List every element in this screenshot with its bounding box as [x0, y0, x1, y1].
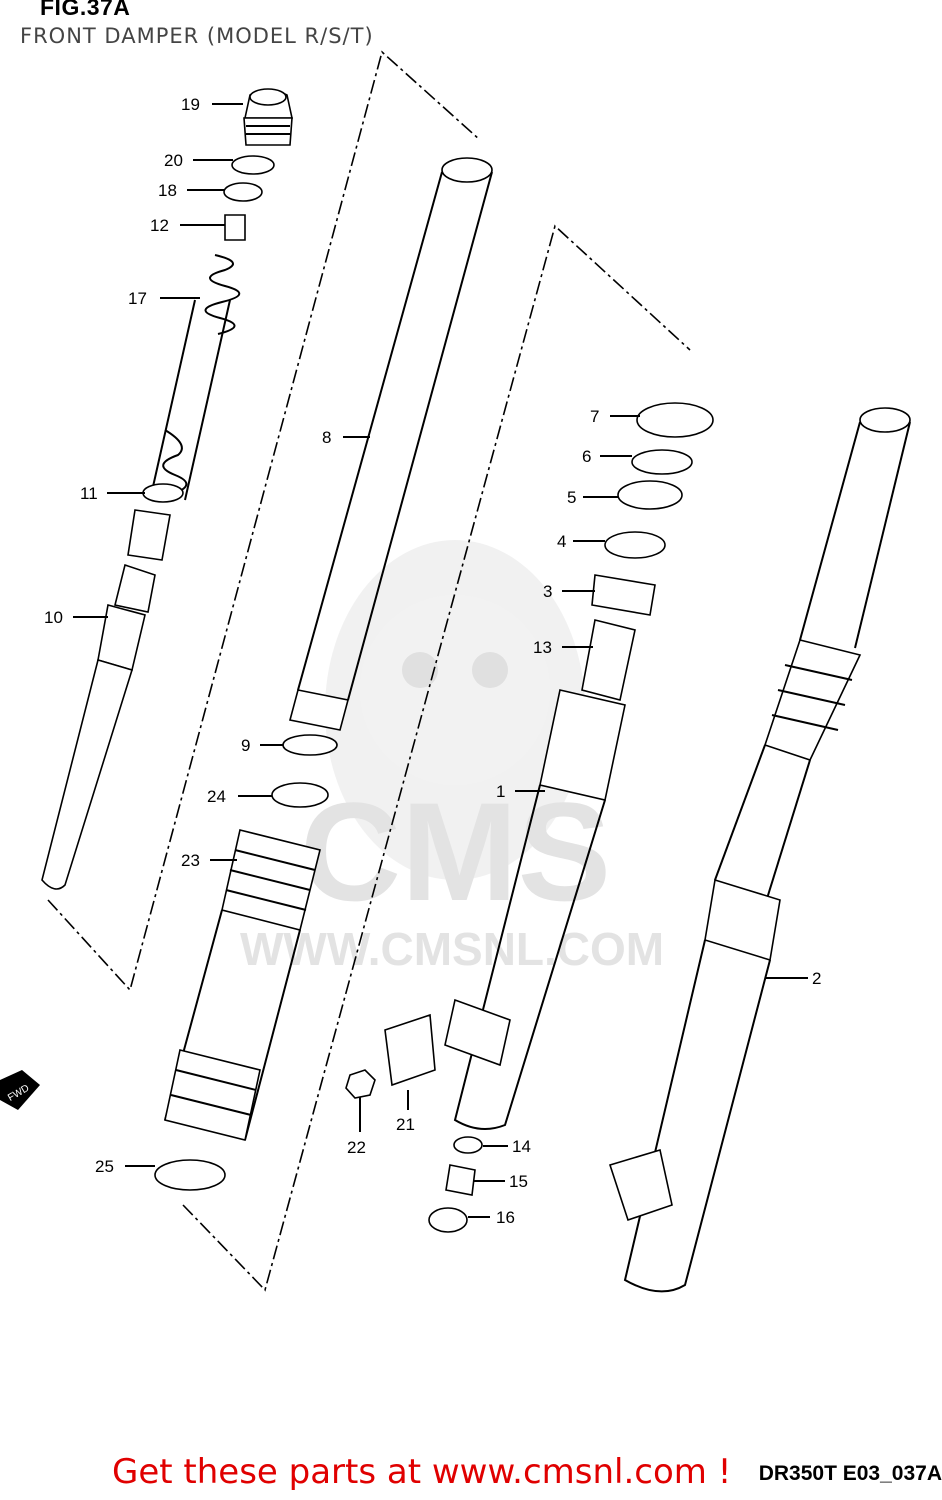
part-label-15: 15: [509, 1172, 528, 1191]
part-label-23: 23: [181, 851, 200, 870]
part-8-inner-tube: [289, 157, 493, 731]
part-2-fork-assembly: [608, 407, 911, 1293]
part-21-axle-holder: [384, 1013, 436, 1087]
part-17-spring: [204, 254, 241, 335]
part-label-13: 13: [533, 638, 552, 657]
part-4-retainer: [604, 531, 666, 559]
part-label-5: 5: [567, 488, 576, 507]
part-leaders: [73, 103, 808, 1218]
part-label-24: 24: [207, 787, 226, 806]
fwd-direction-arrow: FWD: [0, 1070, 40, 1110]
part-6-stopper-ring: [631, 449, 693, 475]
part-5-oil-seal: [617, 480, 683, 510]
part-label-12: 12: [150, 216, 169, 235]
part-label-11: 11: [80, 484, 98, 503]
part-label-20: 20: [164, 151, 183, 170]
part-20-o-ring: [231, 155, 275, 175]
part-label-25: 25: [95, 1157, 114, 1176]
figure-number: FIG.37A: [40, 0, 131, 20]
part-16-gasket: [428, 1207, 468, 1233]
part-label-8: 8: [322, 428, 331, 447]
get-parts-link[interactable]: Get these parts at www.cmsnl.com !: [112, 1452, 732, 1492]
part-1-outer-tube: [444, 689, 626, 1130]
part-label-3: 3: [543, 582, 552, 601]
part-11-damper-rod: [127, 299, 231, 561]
assembly-centerlines: [47, 50, 691, 1292]
part-7-dust-seal: [636, 402, 714, 438]
part-15-bolt: [445, 1164, 476, 1196]
part-25-clamp: [154, 1159, 226, 1191]
part-label-set: 1 2 3 4 5 6 7 8 9 10 11 12 13 14 15 16 1…: [44, 95, 821, 1227]
watermark-logo: CMS WWW.CMSNL.COM: [240, 540, 664, 975]
part-3-guide-bushing: [591, 574, 656, 616]
part-19-cap-bolt: [243, 88, 293, 146]
figure-subtitle: FRONT DAMPER (MODEL R/S/T): [20, 24, 374, 48]
part-label-4: 4: [557, 532, 566, 551]
part-18-washer: [223, 182, 263, 202]
part-label-10: 10: [44, 608, 63, 627]
watermark-brand: CMS: [300, 773, 611, 930]
part-13-slide-bushing: [581, 619, 636, 701]
drawing-code: DR350T E03_037A: [758, 1462, 942, 1485]
part-label-16: 16: [496, 1208, 515, 1227]
part-23-boot: [164, 829, 321, 1141]
part-label-1: 1: [496, 782, 505, 801]
part-24-clamp: [271, 782, 329, 808]
part-label-19: 19: [181, 95, 200, 114]
part-label-14: 14: [512, 1137, 531, 1156]
part-label-7: 7: [590, 407, 599, 426]
part-label-2: 2: [812, 969, 821, 988]
part-10-cylinder: [41, 563, 156, 890]
part-label-9: 9: [241, 736, 250, 755]
part-label-22: 22: [347, 1138, 366, 1157]
part-14-gasket: [453, 1136, 483, 1154]
part-9-bushing: [282, 734, 338, 756]
part-12-spacer: [224, 214, 246, 241]
part-label-6: 6: [582, 447, 591, 466]
watermark-url: WWW.CMSNL.COM: [240, 923, 664, 975]
part-22-nut: [345, 1069, 376, 1099]
part-label-21: 21: [396, 1115, 415, 1134]
part-label-17: 17: [128, 289, 147, 308]
part-label-18: 18: [158, 181, 177, 200]
